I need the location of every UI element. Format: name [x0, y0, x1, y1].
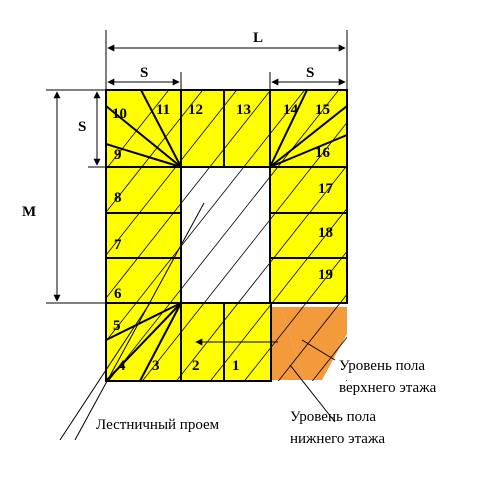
- left-column: [106, 167, 181, 303]
- dimension-L-label: L: [253, 30, 263, 46]
- step-number-6: 6: [114, 286, 122, 302]
- lower-floor-leader: [289, 364, 336, 423]
- step-outlines: [105, 89, 348, 382]
- step-number-1: 1: [232, 358, 240, 374]
- step-number-14: 14: [283, 102, 299, 118]
- step-number-5: 5: [113, 318, 121, 334]
- right-column: [270, 167, 347, 303]
- upper-floor-label-line2: верхнего этажа: [339, 380, 437, 396]
- upper-floor-leader: [301, 339, 336, 361]
- step-number-12: 12: [188, 102, 203, 118]
- step-number-2: 2: [192, 358, 200, 374]
- step-number-19: 19: [318, 267, 333, 283]
- stair-opening-label: Лестничный проем: [96, 417, 220, 433]
- lower-floor-level-shape: [271, 307, 304, 380]
- step-number-16: 16: [315, 145, 331, 161]
- leader-lines: [59, 202, 336, 441]
- step-number-9: 9: [114, 147, 122, 163]
- dimension-S-left-label: S: [140, 65, 148, 81]
- dimension-S-vertical-label: S: [78, 119, 86, 135]
- step-number-17: 17: [318, 181, 334, 197]
- step-number-3: 3: [152, 358, 160, 374]
- step-number-10: 10: [112, 106, 127, 122]
- step-number-4: 4: [118, 358, 126, 374]
- lower-floor-label-line2: нижнего этажа: [290, 431, 385, 447]
- step-number-8: 8: [114, 190, 122, 206]
- step-number-18: 18: [318, 225, 333, 241]
- step-number-11: 11: [156, 102, 170, 118]
- dimension-S-right-label: S: [306, 65, 314, 81]
- upper-floor-level-shape: [281, 307, 347, 380]
- stair-opening-leader-2: [74, 202, 205, 441]
- step-numbers: 1 2 3 4 5 6 7 8 9 10 11 12 13 14 15 16 1…: [112, 102, 334, 374]
- step-number-7: 7: [114, 237, 122, 253]
- step-number-13: 13: [236, 102, 251, 118]
- floor-levels: [271, 307, 347, 380]
- lower-floor-label-line1: Уровень пола: [290, 409, 376, 425]
- stair-opening-leader-1: [59, 302, 151, 441]
- dimension-M-label: M: [22, 204, 36, 220]
- upper-floor-label-line1: Уровень пола: [339, 358, 425, 374]
- dimension-lines: [46, 30, 348, 304]
- step-number-15: 15: [315, 102, 330, 118]
